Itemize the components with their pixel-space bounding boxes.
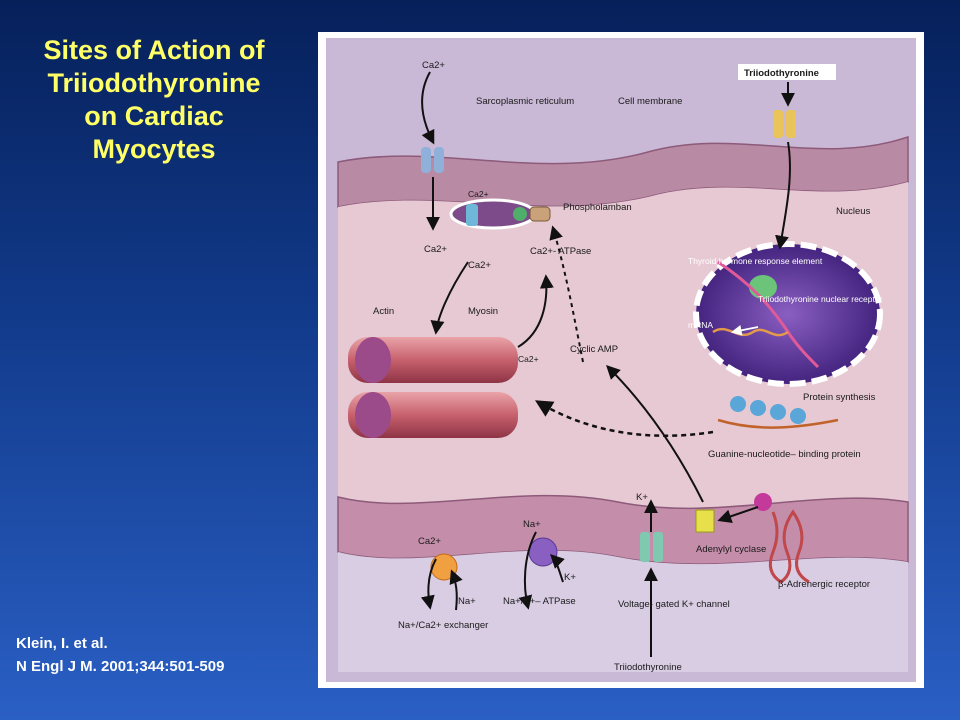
mrna-strand: [712, 327, 789, 337]
label-beta-adrenergic-receptor: β-Adrenergic receptor: [778, 579, 870, 590]
arrow-exchanger-ca: [420, 558, 437, 610]
citation-authors: Klein, I. et al.: [16, 635, 108, 652]
title-line: Triiodothyronine: [47, 67, 261, 98]
label-na-plus-exchanger: Na+: [458, 596, 476, 607]
citation: Klein, I. et al. N Engl J M. 2001;344:50…: [16, 632, 224, 679]
arrow-ca-in: [421, 71, 435, 145]
label-ca-left: Ca2+: [424, 244, 447, 255]
dna-strand: [717, 260, 820, 369]
label-triiodothyronine-bottom: Triiodothyronine: [614, 662, 682, 673]
slide-title: Sites of Action of Triiodothyronine on C…: [8, 34, 300, 166]
sr-pump: [513, 207, 527, 221]
arrow-t3-to-nucleus: [775, 141, 792, 250]
label-mrna: mRNA: [688, 320, 713, 330]
title-line: on Cardiac: [84, 100, 224, 131]
ca-channel-top: [421, 147, 444, 173]
sr-channel: [466, 204, 478, 226]
label-ca-sr: Ca2+: [468, 189, 489, 199]
label-box-t3-top: [738, 64, 836, 80]
na-k-atpase: [528, 537, 558, 567]
t3-transporter-top: [773, 110, 796, 138]
lower-membrane: [337, 494, 909, 565]
voltage-gated-k-channel: [640, 532, 663, 562]
g-protein: [754, 493, 772, 511]
phospholamban-coil: [529, 206, 551, 222]
label-sarcoplasmic-reticulum: Sarcoplasmic reticulum: [476, 96, 574, 107]
label-guanine-nucleotide-binding-protein: Guanine-nucleotide– binding protein: [708, 449, 861, 460]
arrow-ca-to-actin: [430, 261, 469, 335]
label-phospholamban: Phospholamban: [563, 202, 632, 213]
arrow-gprotein-to-cyclase: [717, 506, 759, 523]
arrow-camp: [606, 365, 704, 503]
adenylyl-cyclase: [695, 509, 715, 533]
label-myosin: Myosin: [468, 306, 498, 317]
figure-frame: Ca2+ Triiodothyronine Sarcoplasmic retic…: [318, 32, 924, 688]
myocyte-diagram: Ca2+ Triiodothyronine Sarcoplasmic retic…: [326, 38, 916, 682]
label-ca-exchanger: Ca2+: [418, 536, 441, 547]
label-na-ca-exchanger: Na+/Ca2+ exchanger: [398, 620, 488, 631]
label-na-plus-atpase: Na+: [523, 519, 541, 530]
label-ca-mid: Ca2+: [468, 260, 491, 271]
label-cell-membrane: Cell membrane: [618, 96, 682, 107]
beta-adrenergic-receptor-coil: [768, 509, 810, 584]
label-k-plus-atpase: K+: [564, 572, 576, 583]
arrow-camp-to-sr: [549, 225, 584, 363]
label-protein-synthesis: Protein synthesis: [803, 392, 876, 403]
extracellular-region: [338, 550, 908, 672]
arrow-protein-to-myofibril: [534, 400, 714, 437]
arrow-exchanger-na: [449, 569, 463, 611]
label-ca-atpase: Ca2+- ATPase: [530, 246, 591, 257]
title-line: Myocytes: [92, 133, 216, 164]
label-adenylyl-cyclase: Adenylyl cyclase: [696, 544, 766, 555]
label-voltage-gated-k-channel: Voltage- gated K+ channel: [618, 599, 730, 610]
label-triiodothyronine-nuclear-receptor: Triiodothyronine nuclear receptor: [758, 294, 883, 304]
label-thyroid-hormone-response-element: Thyroid hormone response element: [688, 256, 823, 266]
title-line: Sites of Action of: [43, 35, 265, 65]
label-ca-myosin: Ca2+: [518, 354, 539, 364]
arrow-ca-to-atpase: [517, 274, 554, 348]
label-cyclic-amp: Cyclic AMP: [570, 344, 618, 355]
citation-journal: N Engl J M. 2001;344:501-509: [16, 658, 225, 676]
arrow-atpase-na: [518, 531, 537, 610]
myofibril-lower: [348, 392, 518, 438]
protein-chain: [717, 418, 839, 429]
arrow-atpase-k: [550, 554, 565, 583]
label-triiodothyronine-top: Triiodothyronine: [744, 68, 819, 79]
arrow-mrna: [730, 325, 759, 336]
label-actin: Actin: [373, 306, 394, 317]
ribosomes: [730, 396, 806, 424]
label-na-k-atpase: Na+/K+– ATPase: [503, 596, 576, 607]
label-k-plus-top: K+: [636, 492, 648, 503]
label-ca-top: Ca2+: [422, 60, 445, 71]
myofibril-upper: [348, 337, 518, 383]
label-nucleus: Nucleus: [836, 206, 871, 217]
